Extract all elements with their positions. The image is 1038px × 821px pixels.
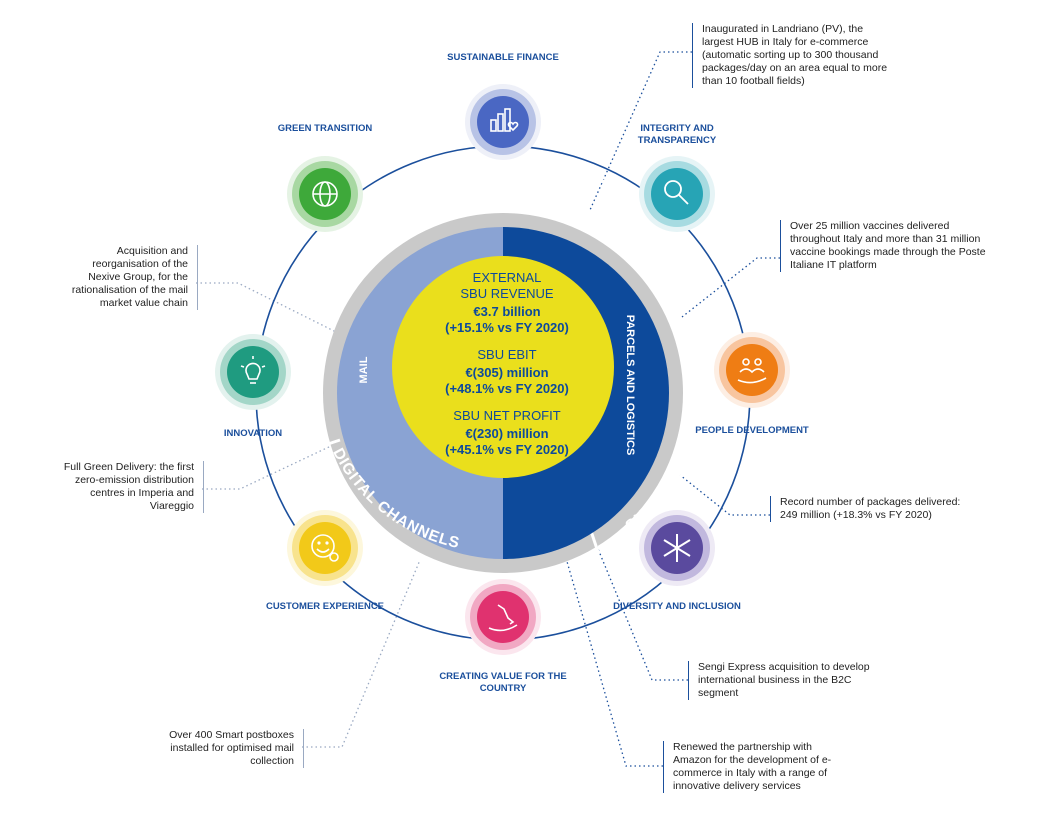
label-customer: CUSTOMER EXPERIENCE [265, 601, 385, 612]
connector-hub [589, 51, 692, 211]
label-sustainable-finance: SUSTAINABLE FINANCE [447, 52, 559, 63]
connector-postboxes [302, 559, 421, 748]
connector-lines-left [196, 282, 421, 748]
note-vaccines: Over 25 million vaccines delivered throu… [780, 220, 986, 272]
label-innovation: INNOVATION [223, 428, 283, 439]
connector-vaccines [681, 257, 780, 318]
connector-amazon [554, 519, 663, 767]
label-green: GREEN TRANSITION [277, 123, 373, 134]
note-packages: Record number of packages delivered: 249… [770, 496, 970, 522]
pillar-sustainable-finance [465, 84, 541, 160]
pillar-creating-value [465, 579, 541, 655]
note-sengi: Sengi Express acquisition to develop int… [688, 661, 870, 700]
pillar-diversity [639, 510, 715, 586]
center-disc [392, 256, 614, 478]
magnifier-icon [664, 180, 689, 205]
label-integrity: INTEGRITY AND TRANSPARENCY [637, 123, 717, 146]
label-people: PEOPLE DEVELOPMENT [695, 425, 809, 436]
revenue-change: (+15.1% vs FY 2020) [445, 320, 569, 335]
mail-label: MAIL [358, 356, 370, 383]
profit-value: €(230) million [465, 426, 548, 441]
connector-nexive [196, 282, 339, 334]
smiley-icon [311, 534, 339, 562]
joined-hands-icon [663, 534, 691, 562]
pillar-integrity [639, 156, 715, 232]
note-nexive: Acquisition and reorganisation of the Ne… [60, 245, 198, 310]
note-hub: Inaugurated in Landriano (PV), the large… [692, 23, 890, 88]
people-hand-icon [737, 358, 767, 384]
pillar-green [287, 156, 363, 232]
revenue-label-1: EXTERNAL [473, 270, 542, 285]
note-green-delivery: Full Green Delivery: the first zero-emis… [60, 461, 204, 513]
label-diversity: DIVERSITY AND INCLUSION [613, 601, 741, 612]
lightbulb-icon [240, 356, 266, 384]
ebit-label: SBU EBIT [477, 347, 536, 362]
profit-change: (+45.1% vs FY 2020) [445, 442, 569, 457]
globe-leaf-icon [312, 181, 338, 207]
profit-label: SBU NET PROFIT [453, 408, 560, 423]
parcels-label: PARCELS AND LOGISTICS [624, 315, 636, 456]
connector-packages [679, 474, 770, 516]
revenue-label-2: SBU REVENUE [460, 286, 554, 301]
pillar-innovation [215, 334, 291, 410]
note-amazon: Renewed the partnership with Amazon for … [663, 741, 843, 793]
finance-chart-icon [490, 108, 519, 132]
italy-hand-icon [488, 604, 518, 632]
pillar-customer [287, 510, 363, 586]
label-creating-value: CREATING VALUE FOR THE COUNTRY [439, 671, 567, 694]
connector-sengi [574, 492, 688, 681]
ebit-change: (+48.1% vs FY 2020) [445, 381, 569, 396]
connector-lines [554, 51, 780, 767]
center-kpis: EXTERNAL SBU REVENUE €3.7 billion (+15.1… [445, 270, 569, 457]
pillar-people [714, 332, 790, 408]
ebit-value: €(305) million [465, 365, 548, 380]
revenue-value: €3.7 billion [473, 304, 540, 319]
note-postboxes: Over 400 Smart postboxes installed for o… [140, 729, 304, 768]
